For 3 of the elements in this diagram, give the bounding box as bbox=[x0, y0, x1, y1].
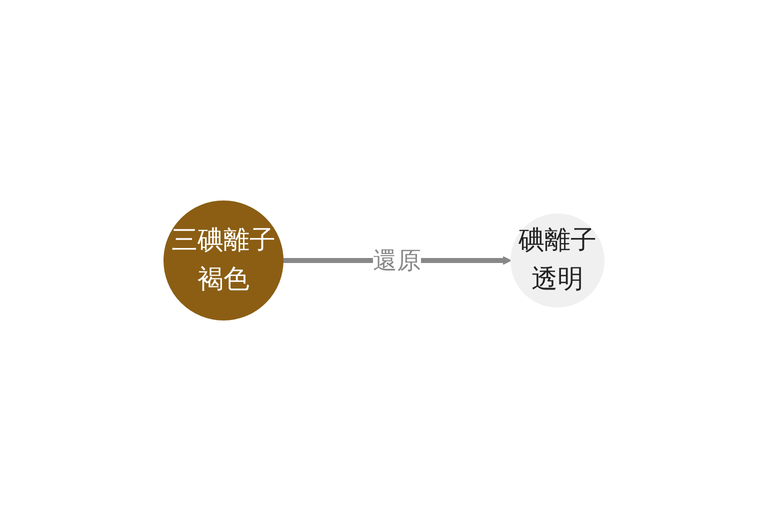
edge-label: 還原 bbox=[373, 246, 421, 274]
node-circle: 碘離子 透明 bbox=[510, 213, 604, 307]
node-circle: 三碘離子 褐色 bbox=[164, 200, 284, 320]
